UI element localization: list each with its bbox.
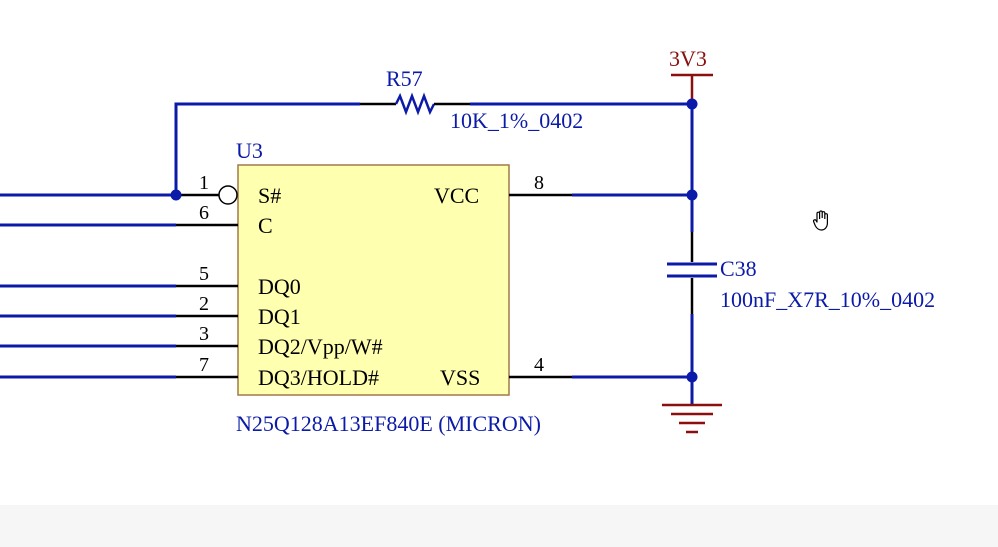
capacitor-ref: C38 [720,256,757,281]
ic-body [237,164,510,396]
resistor-value: 10K_1%_0402 [450,108,583,133]
ic-ref: U3 [236,138,263,163]
ic-u3[interactable]: U3 N25Q128A13EF840E (MICRON) 1 S# 6 C 5 … [0,138,692,436]
capacitor-value: 100nF_X7R_10%_0402 [720,287,935,312]
pin-1-s[interactable]: 1 S# [0,172,281,208]
pin-1-name: S# [258,183,281,208]
pin-5-number: 5 [199,263,209,285]
pin-2-dq1[interactable]: 2 DQ1 [0,293,301,329]
pin-7-name: DQ3/HOLD# [258,365,379,390]
resistor-ref: R57 [386,66,423,91]
junction-dot-pin1 [170,189,182,201]
pin-4-number: 4 [534,354,544,376]
pin-4-vss[interactable]: 4 VSS [440,354,692,390]
hand-cursor-icon [812,210,828,231]
pin-1-number: 1 [199,172,209,194]
pin-4-name: VSS [440,365,480,390]
resistor-r57[interactable]: R57 10K_1%_0402 [174,66,692,195]
pin-6-name: C [258,213,273,238]
bottom-band [0,505,998,547]
pin-8-vcc[interactable]: 8 VCC [434,172,692,208]
pin-3-name: DQ2/Vpp/W# [258,334,383,359]
wire-r57-left [174,102,360,195]
pin-7-number: 7 [199,354,209,376]
pin-8-number: 8 [534,172,544,194]
junction-dot-vcc [686,189,698,201]
inversion-bubble [218,185,238,205]
ic-part-number: N25Q128A13EF840E (MICRON) [236,411,541,436]
pin-3-number: 3 [199,323,209,345]
pin-2-name: DQ1 [258,304,301,329]
pin-6-number: 6 [199,202,209,224]
power-3v3-symbol[interactable]: 3V3 [669,46,713,102]
ground-symbol[interactable] [662,403,722,434]
resistor-zigzag [394,92,436,116]
junction-dot-top [686,98,698,110]
pin-3-dq2[interactable]: 3 DQ2/Vpp/W# [0,323,383,359]
pin-8-name: VCC [434,183,479,208]
pin-5-dq0[interactable]: 5 DQ0 [0,263,301,299]
pin-6-c[interactable]: 6 C [0,202,273,238]
capacitor-c38[interactable]: C38 100nF_X7R_10%_0402 [667,256,935,312]
pin-7-dq3[interactable]: 7 DQ3/HOLD# [0,354,379,390]
power-net-label: 3V3 [669,46,707,71]
pin-2-number: 2 [199,293,209,315]
junction-dot-vss [686,371,698,383]
pin-5-name: DQ0 [258,274,301,299]
